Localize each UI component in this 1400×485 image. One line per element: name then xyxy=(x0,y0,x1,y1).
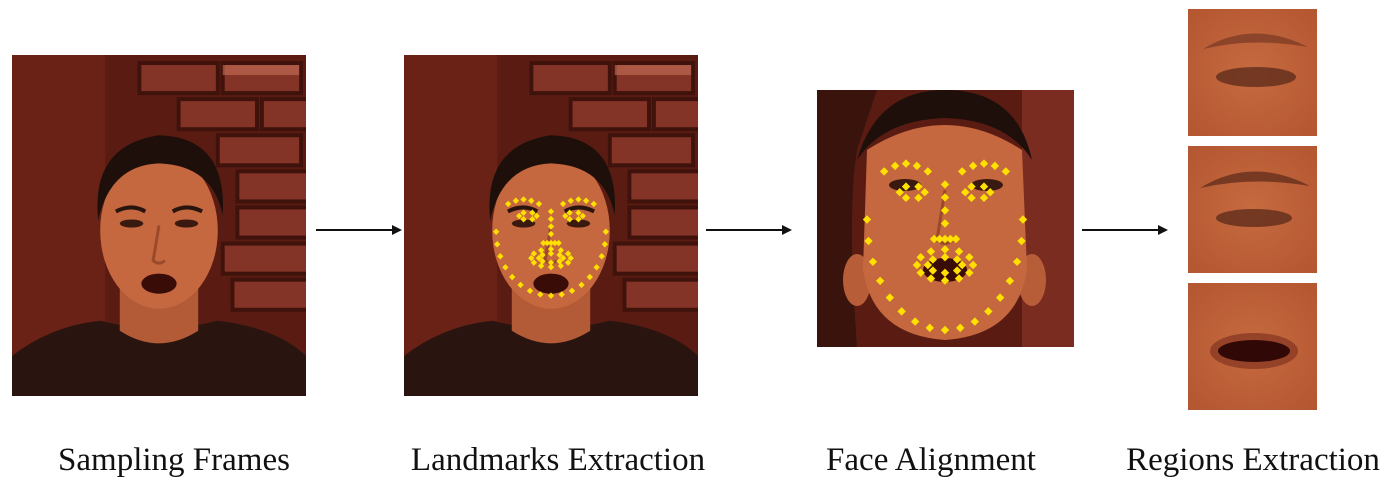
arrow-1 xyxy=(316,220,402,240)
landmark-point xyxy=(864,236,873,246)
landmark-point xyxy=(910,317,920,326)
landmark-point xyxy=(505,200,512,208)
landmark-point xyxy=(1018,215,1028,224)
landmark-point xyxy=(901,193,911,203)
landmark-point xyxy=(965,268,974,277)
caption-sampling-frames: Sampling Frames xyxy=(58,442,290,478)
landmark-point xyxy=(970,317,980,326)
landmark-point xyxy=(979,182,989,191)
landmark-point xyxy=(965,253,974,262)
landmark-point xyxy=(575,196,582,203)
landmark-point xyxy=(547,259,555,266)
landmarks-frame-image xyxy=(404,55,698,396)
landmark-point xyxy=(556,251,563,259)
landmark-point xyxy=(895,188,904,197)
landmark-point xyxy=(940,180,950,189)
landmark-point xyxy=(575,209,582,216)
region-crop-eye-1 xyxy=(1188,9,1317,136)
landmark-point xyxy=(535,200,543,208)
landmark-point xyxy=(961,188,970,197)
landmark-point xyxy=(940,219,950,228)
landmark-point xyxy=(547,245,555,253)
landmark-point xyxy=(547,208,555,215)
landmark-point xyxy=(535,254,543,262)
landmark-point xyxy=(602,228,610,235)
landmark-point xyxy=(509,273,516,281)
landmark-point xyxy=(520,216,527,223)
arrow-3 xyxy=(1082,220,1168,240)
landmark-point xyxy=(537,291,544,298)
landmark-point xyxy=(979,159,989,168)
landmark-point xyxy=(559,200,567,208)
landmark-point xyxy=(547,230,555,238)
landmark-point xyxy=(862,215,872,224)
landmark-point xyxy=(995,293,1005,302)
aligned-face-image xyxy=(817,90,1074,347)
landmark-point xyxy=(901,182,911,191)
caption-regions-extraction: Regions Extraction xyxy=(1126,442,1380,478)
landmark-point xyxy=(497,253,504,260)
caption-landmarks-extraction: Landmarks Extraction xyxy=(410,442,706,478)
landmark-point xyxy=(940,245,950,254)
landmark-point xyxy=(979,193,989,203)
landmark-point xyxy=(601,241,608,248)
sampling-frame-image xyxy=(12,55,306,396)
caption-face-alignment: Face Alignment xyxy=(826,442,1036,478)
landmark-point xyxy=(492,228,500,235)
landmark-point xyxy=(582,197,590,204)
landmark-point xyxy=(547,292,555,299)
landmark-point xyxy=(547,250,555,257)
landmark-point xyxy=(940,276,950,285)
landmark-point xyxy=(940,193,950,202)
landmark-point xyxy=(566,216,573,223)
landmark-point xyxy=(940,325,950,335)
landmark-point xyxy=(590,200,597,208)
landmark-point xyxy=(529,216,536,223)
landmark-point xyxy=(940,268,950,277)
landmark-point xyxy=(925,323,934,333)
landmark-point xyxy=(916,268,925,277)
landmark-point xyxy=(586,273,593,281)
landmark-point xyxy=(547,263,555,271)
landmark-point xyxy=(901,159,911,168)
landmark-point xyxy=(940,253,950,262)
region-crop-eye-2 xyxy=(1188,146,1317,273)
landmark-point xyxy=(539,251,546,259)
landmark-point xyxy=(547,223,555,230)
landmark-point xyxy=(575,216,582,223)
landmark-point xyxy=(558,291,565,298)
landmark-point xyxy=(547,239,555,247)
landmark-point xyxy=(986,188,995,197)
landmark-point xyxy=(517,281,524,289)
arrow-2 xyxy=(706,220,792,240)
landmark-point xyxy=(956,323,965,333)
landmark-point xyxy=(547,215,555,223)
landmark-point xyxy=(916,253,925,262)
landmark-point xyxy=(533,212,540,220)
region-crop-mouth xyxy=(1188,283,1317,410)
landmark-point xyxy=(494,241,501,248)
landmark-point xyxy=(984,307,993,316)
landmark-point xyxy=(885,293,895,302)
landmark-point xyxy=(920,188,929,197)
landmark-point xyxy=(559,254,567,262)
landmark-point xyxy=(940,234,950,244)
landmark-point xyxy=(520,196,527,203)
landmark-point xyxy=(1017,236,1026,246)
landmark-point xyxy=(562,212,569,220)
landmark-point xyxy=(598,253,605,260)
landmark-point xyxy=(940,206,950,215)
landmark-point xyxy=(897,307,906,316)
